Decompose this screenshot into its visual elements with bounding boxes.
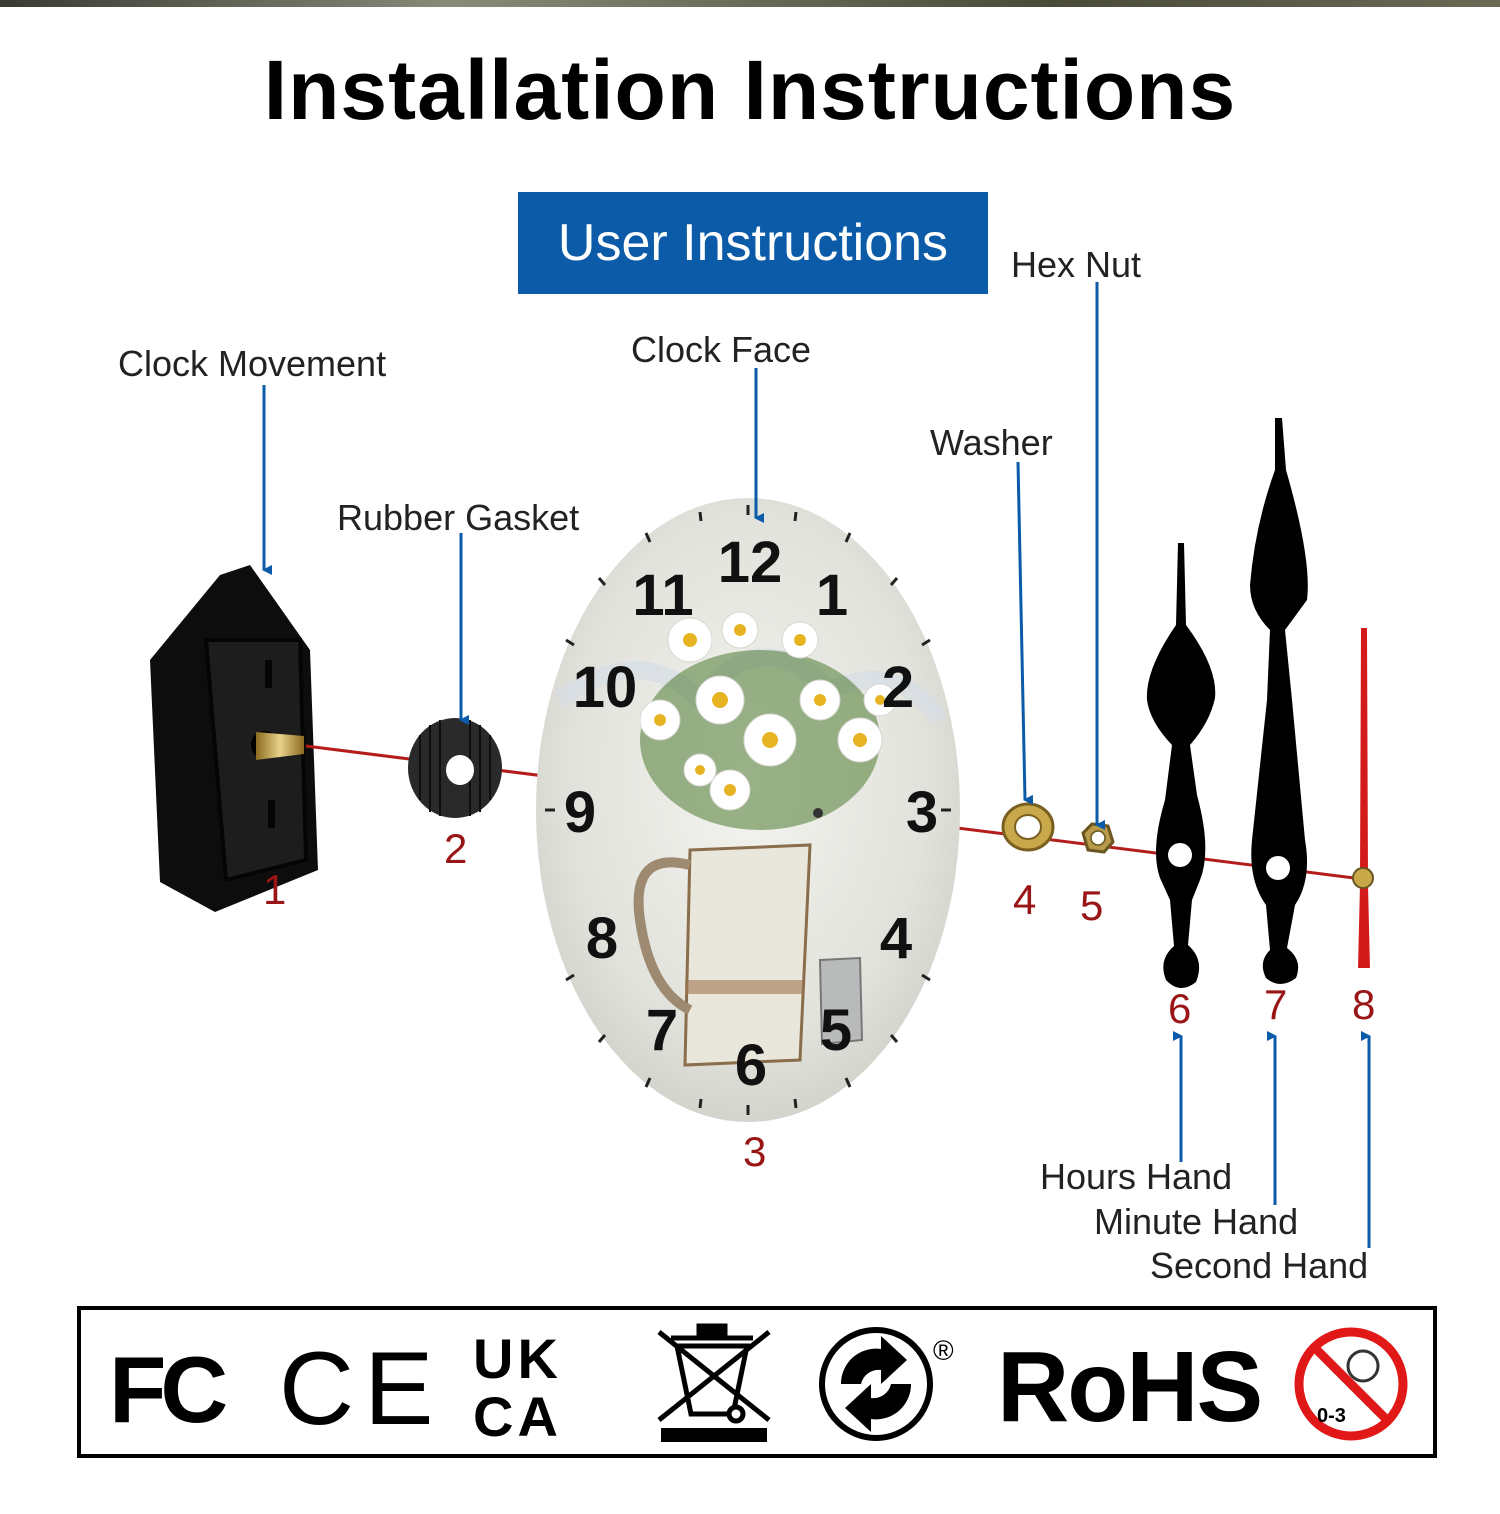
rubber-gasket (408, 718, 502, 818)
numeral-7: 7 (646, 998, 678, 1063)
ukca-top-text: UK (473, 1327, 562, 1390)
part-number-7: 7 (1264, 981, 1287, 1029)
numeral-9: 9 (564, 780, 596, 845)
part-number-2: 2 (444, 825, 467, 873)
part-number-5: 5 (1080, 882, 1103, 930)
part-number-4: 4 (1013, 876, 1036, 924)
numeral-10: 10 (573, 655, 638, 720)
age-warning-icon: 0-3 (1299, 1332, 1403, 1436)
fcc-logo: FC (109, 1337, 226, 1442)
label-clock-movement: Clock Movement (118, 343, 386, 385)
second-hand (1353, 628, 1373, 968)
numeral-6: 6 (735, 1033, 767, 1098)
rohs-logo: RoHS (997, 1330, 1261, 1445)
ce-text: CE (279, 1331, 443, 1447)
label-washer: Washer (930, 422, 1053, 464)
hour-hand (1147, 543, 1215, 988)
numeral-4: 4 (880, 906, 912, 971)
weee-bin-icon (659, 1326, 769, 1442)
ce-logo: CE (279, 1331, 443, 1447)
part-number-1: 1 (263, 866, 286, 914)
numeral-5: 5 (820, 998, 852, 1063)
green-dot-icon: ® (822, 1330, 954, 1438)
age-warning-text: 0-3 (1317, 1405, 1346, 1427)
clock-movement (150, 565, 318, 912)
fcc-text: FC (109, 1337, 226, 1442)
label-rubber-gasket: Rubber Gasket (337, 497, 579, 539)
ukca-logo: UK CA (473, 1327, 562, 1448)
label-clock-face: Clock Face (631, 329, 811, 371)
hex-nut (1083, 824, 1113, 852)
ukca-bottom-text: CA (473, 1385, 562, 1448)
numeral-2: 2 (882, 655, 914, 720)
part-number-6: 6 (1168, 985, 1191, 1033)
numeral-3: 3 (906, 780, 938, 845)
registered-mark: ® (933, 1335, 954, 1366)
washer (1003, 804, 1053, 850)
numeral-1: 1 (816, 563, 848, 628)
minute-hand (1250, 418, 1308, 984)
label-hex-nut: Hex Nut (1011, 244, 1141, 286)
label-hours-hand: Hours Hand (1040, 1156, 1232, 1198)
clock-face: 12 1 2 3 4 5 6 7 8 9 10 11 (536, 498, 960, 1122)
part-number-3: 3 (743, 1128, 766, 1176)
numeral-8: 8 (586, 906, 618, 971)
numeral-12: 12 (718, 530, 783, 595)
numeral-11: 11 (632, 563, 693, 628)
exploded-diagram: 12 1 2 3 4 5 6 7 8 9 10 11 (0, 0, 1500, 1300)
label-second-hand: Second Hand (1150, 1245, 1368, 1287)
label-minute-hand: Minute Hand (1094, 1201, 1298, 1243)
part-number-8: 8 (1352, 981, 1375, 1029)
